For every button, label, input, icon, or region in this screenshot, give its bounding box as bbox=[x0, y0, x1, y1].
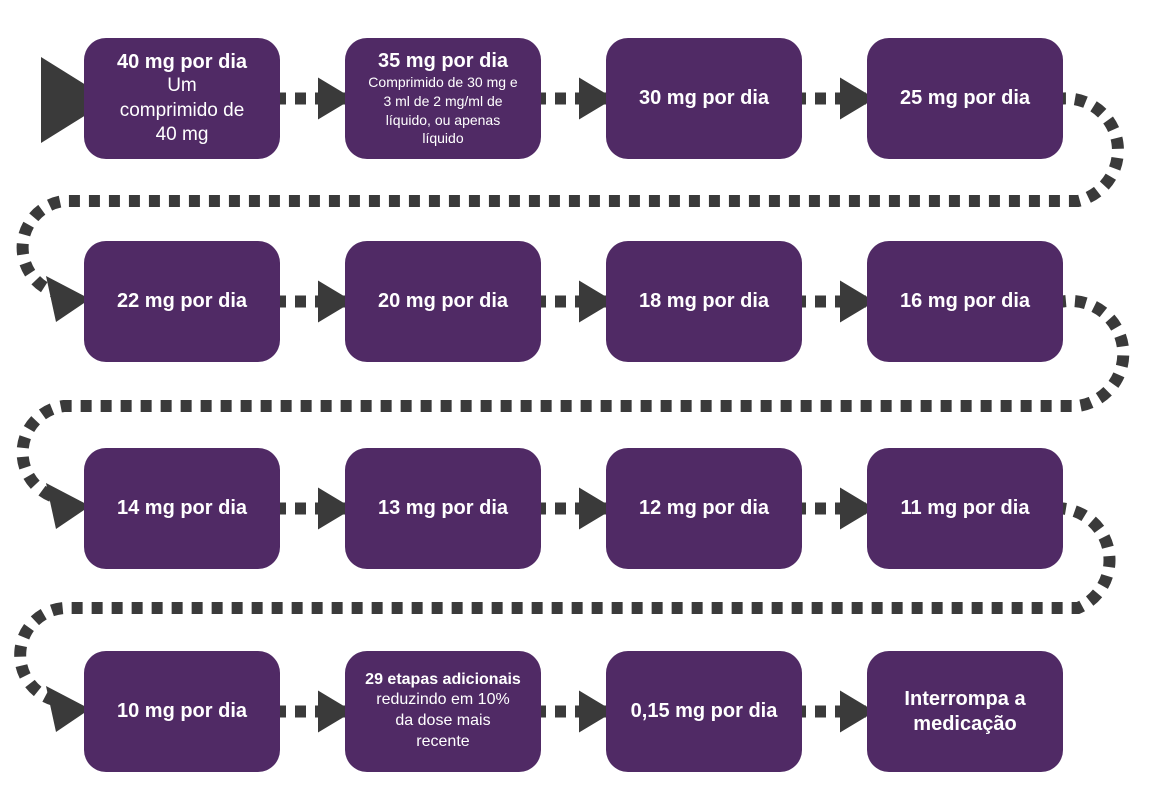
step-headline: 14 mg por dia bbox=[116, 497, 248, 520]
flow-arrow-icon bbox=[46, 686, 90, 732]
step-box-40mg: 40 mg por dia Um comprimido de 40 mg bbox=[84, 38, 280, 159]
flow-arrow-icon bbox=[579, 77, 614, 120]
step-headline: 12 mg por dia bbox=[638, 497, 770, 520]
step-headline: 0,15 mg por dia bbox=[630, 700, 778, 723]
step-headline: 18 mg por dia bbox=[638, 290, 770, 313]
flow-arrow-icon bbox=[840, 77, 875, 120]
step-headline: Interrompa a medicação bbox=[904, 688, 1026, 735]
step-box-14mg: 14 mg por dia bbox=[84, 448, 280, 569]
step-box-12mg: 12 mg por dia bbox=[606, 448, 802, 569]
step-detail: reduzindo em 10% da dose mais recente bbox=[376, 691, 510, 750]
step-headline: 10 mg por dia bbox=[116, 700, 248, 723]
flow-start-arrow-icon bbox=[41, 57, 110, 143]
flow-arrow-icon bbox=[46, 483, 90, 529]
step-box-11mg: 11 mg por dia bbox=[867, 448, 1063, 569]
flow-arrow-icon bbox=[579, 487, 614, 530]
step-box-0-15mg: 0,15 mg por dia bbox=[606, 651, 802, 772]
flow-arrow-icon bbox=[318, 280, 353, 323]
step-box-16mg: 16 mg por dia bbox=[867, 241, 1063, 362]
flow-arrow-icon bbox=[840, 280, 875, 323]
step-headline: 35 mg por dia bbox=[377, 49, 509, 72]
step-detail: Comprimido de 30 mg e 3 ml de 2 mg/ml de… bbox=[368, 74, 518, 147]
flow-arrow-icon bbox=[318, 487, 353, 530]
step-headline: 11 mg por dia bbox=[900, 497, 1030, 520]
flow-arrow-icon bbox=[840, 487, 875, 530]
flow-arrow-icon bbox=[318, 77, 353, 120]
step-box-interrompa: Interrompa a medicação bbox=[867, 651, 1063, 772]
step-headline: 20 mg por dia bbox=[377, 290, 509, 313]
step-box-29-etapas: 29 etapas adicionais reduzindo em 10% da… bbox=[345, 651, 541, 772]
step-box-25mg: 25 mg por dia bbox=[867, 38, 1063, 159]
step-headline: 30 mg por dia bbox=[638, 87, 770, 110]
step-headline: 29 etapas adicionais bbox=[365, 671, 521, 689]
step-box-35mg: 35 mg por dia Comprimido de 30 mg e 3 ml… bbox=[345, 38, 541, 159]
step-box-13mg: 13 mg por dia bbox=[345, 448, 541, 569]
flow-arrow-icon bbox=[579, 280, 614, 323]
flow-arrow-icon bbox=[46, 276, 90, 322]
step-box-10mg: 10 mg por dia bbox=[84, 651, 280, 772]
step-box-30mg: 30 mg por dia bbox=[606, 38, 802, 159]
flow-arrow-icon bbox=[579, 690, 614, 733]
step-headline: 22 mg por dia bbox=[116, 290, 248, 313]
step-box-22mg: 22 mg por dia bbox=[84, 241, 280, 362]
step-headline: 16 mg por dia bbox=[899, 290, 1031, 313]
step-detail: Um comprimido de 40 mg bbox=[119, 75, 245, 145]
dashed-connector-path bbox=[14, 92, 1130, 718]
flow-arrow-icon bbox=[840, 690, 875, 733]
flow-arrow-icon bbox=[318, 690, 353, 733]
step-box-18mg: 18 mg por dia bbox=[606, 241, 802, 362]
step-headline: 13 mg por dia bbox=[377, 497, 509, 520]
step-headline: 25 mg por dia bbox=[899, 87, 1031, 110]
step-box-20mg: 20 mg por dia bbox=[345, 241, 541, 362]
step-headline: 40 mg por dia bbox=[116, 50, 248, 73]
